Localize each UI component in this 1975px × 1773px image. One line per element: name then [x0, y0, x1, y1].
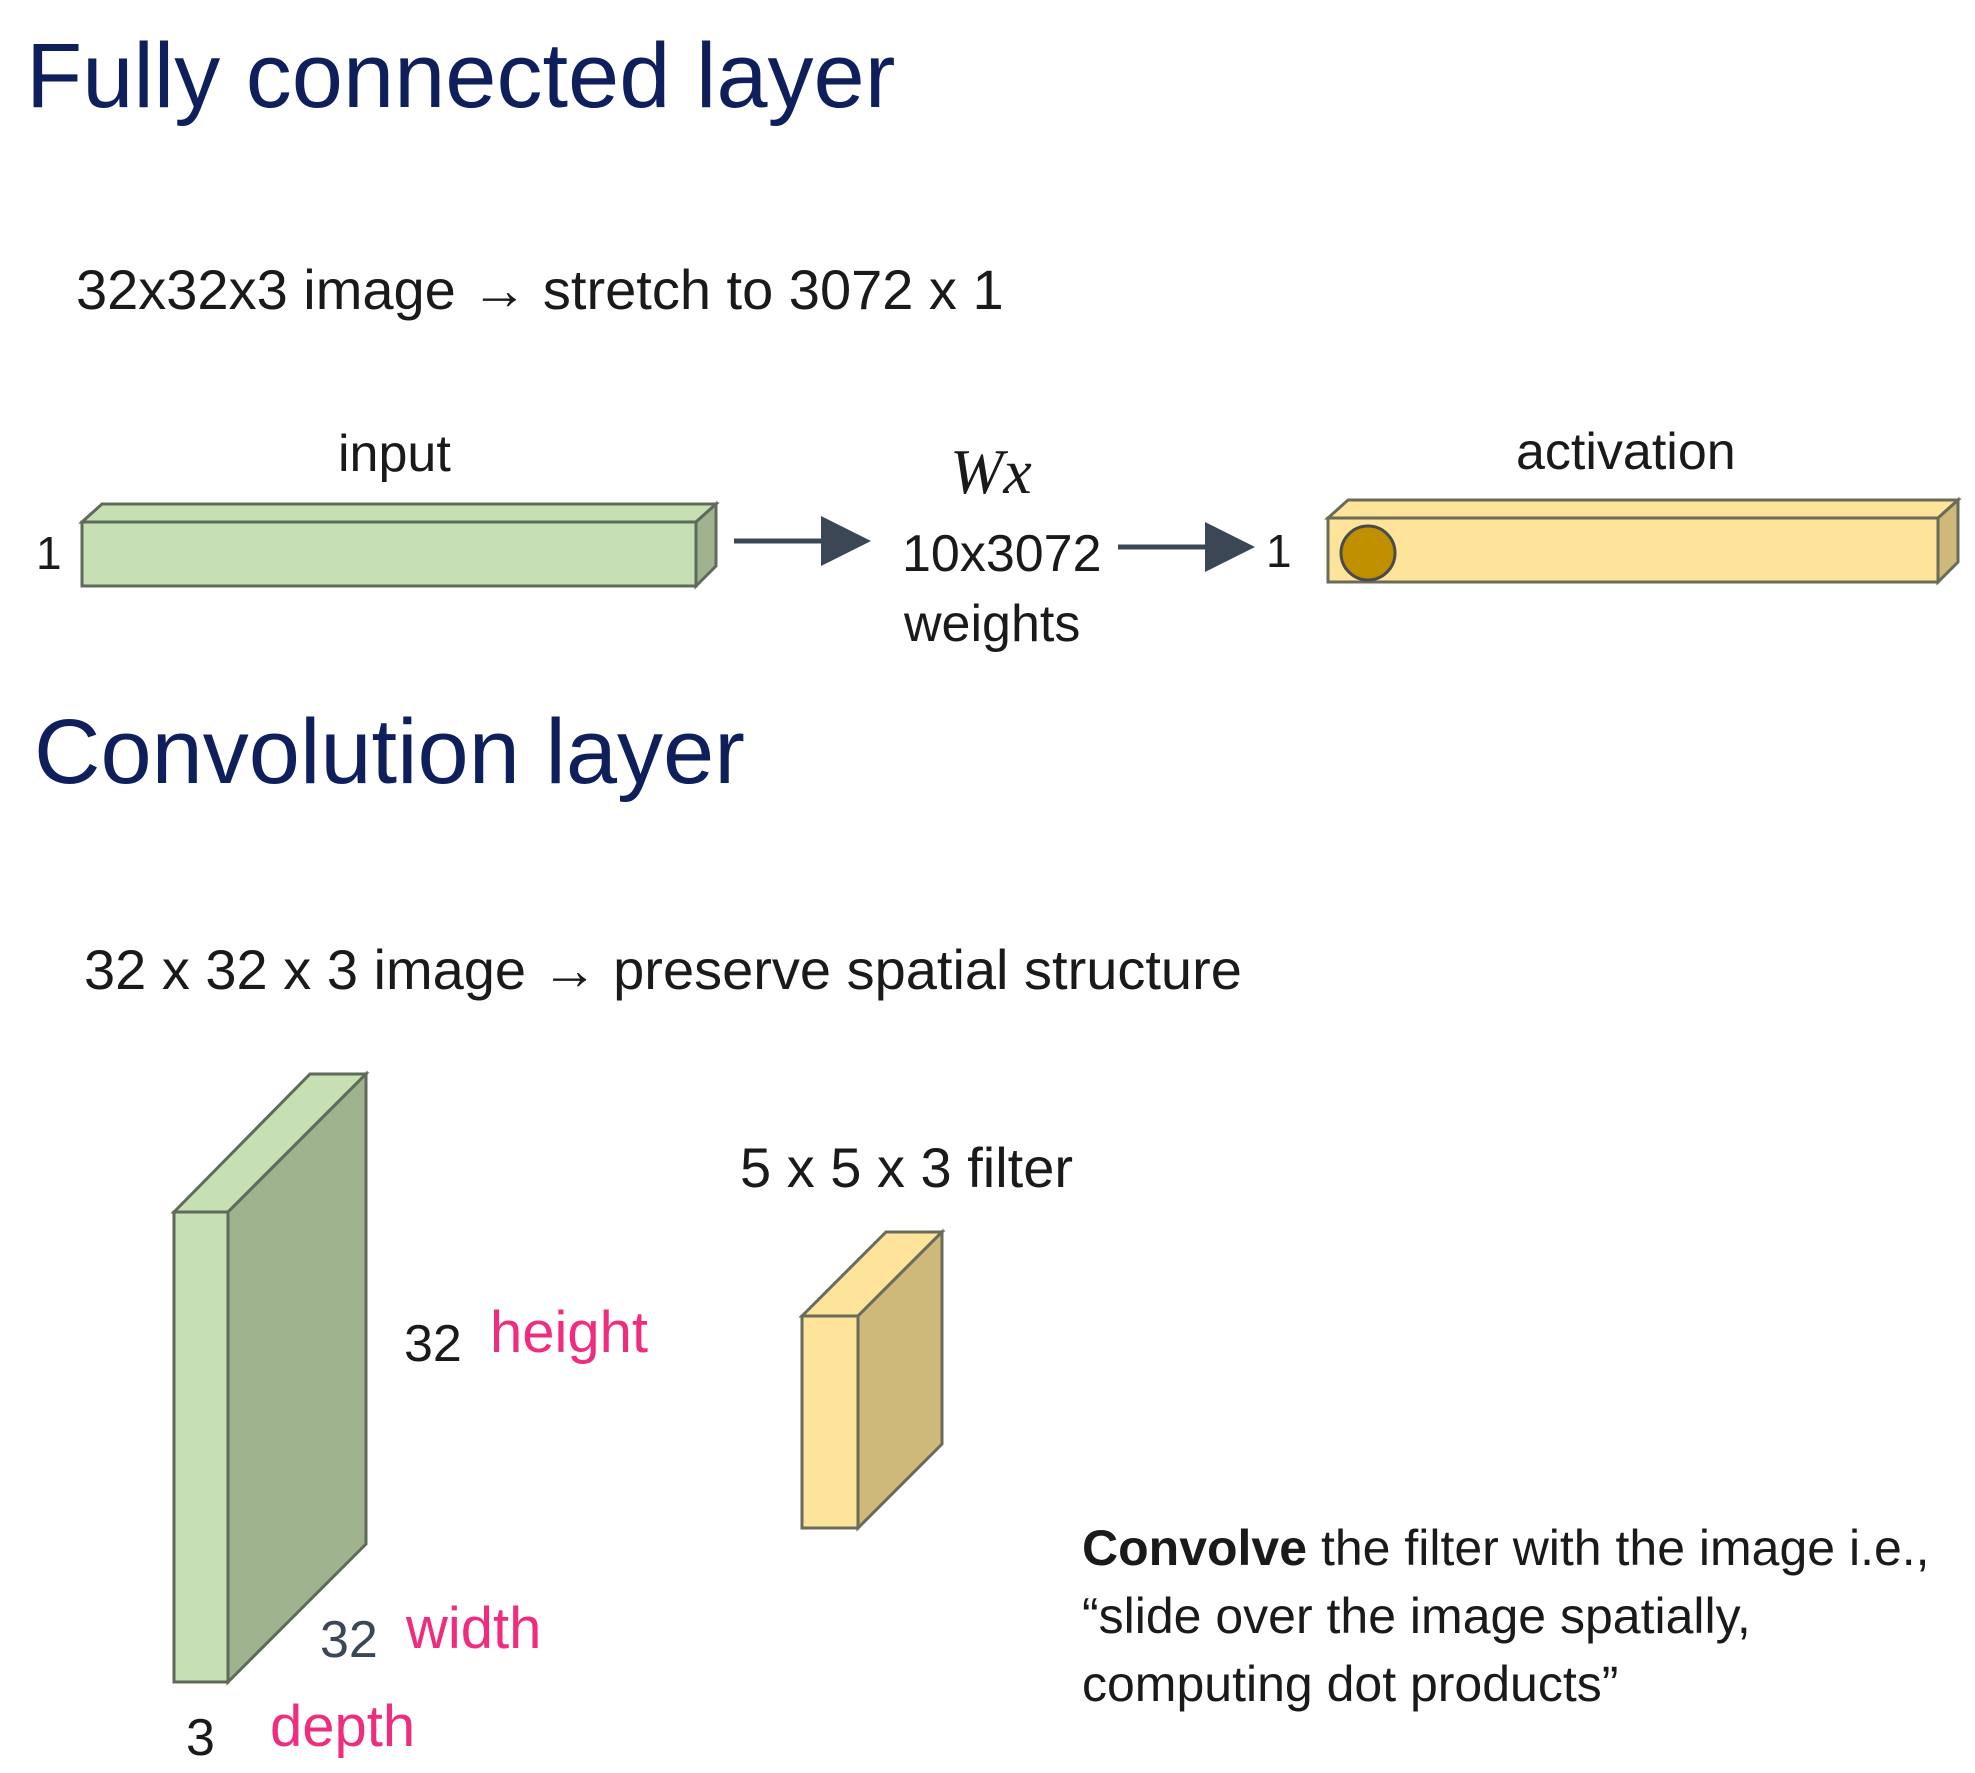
- width-label: width: [406, 1596, 542, 1661]
- filter-volume-front: [800, 1314, 860, 1530]
- height-label: height: [490, 1300, 649, 1365]
- activation-bar-top: [1324, 498, 1962, 520]
- weights-label: weights: [904, 595, 1081, 653]
- depth-label: depth: [270, 1694, 416, 1759]
- caption-line-1: Convolve the filter with the image i.e.,: [1082, 1514, 1930, 1582]
- caption-line-2: “slide over the image spatially,: [1082, 1588, 1751, 1644]
- input-bar-top: [78, 502, 720, 524]
- conv-subtitle: 32 x 32 x 3 image → preserve spatial str…: [84, 938, 1242, 1001]
- activation-neuron: [1339, 524, 1397, 582]
- operation-label: Wx: [950, 436, 1032, 507]
- convolve-caption: Convolve the filter with the image i.e.,…: [1082, 1514, 1930, 1718]
- weights-dims-label: 10x3072: [902, 525, 1102, 583]
- activation-vector-bar: [1324, 496, 1962, 586]
- filter-label: 5 x 5 x 3 filter: [740, 1136, 1074, 1199]
- depth-number: 3: [186, 1709, 215, 1767]
- input-bar-front: [80, 520, 698, 588]
- activation-bar-front: [1326, 516, 1940, 584]
- input-label: input: [338, 425, 451, 483]
- caption-line-3: computing dot products”: [1082, 1656, 1619, 1712]
- caption-bold-word: Convolve: [1082, 1520, 1308, 1576]
- input-dim-label: 1: [36, 527, 62, 579]
- fc-title: Fully connected layer: [26, 25, 896, 127]
- fc-subtitle: 32x32x3 image → stretch to 3072 x 1: [76, 258, 1004, 321]
- input-vector-bar: [78, 500, 720, 590]
- input-volume-front: [172, 1210, 230, 1684]
- caption-line-1-text: the filter with the image i.e.,: [1307, 1520, 1930, 1576]
- width-number: 32: [320, 1611, 378, 1669]
- filter-volume: [798, 1228, 946, 1532]
- input-volume: [170, 1070, 370, 1686]
- height-number: 32: [404, 1315, 462, 1373]
- activation-label: activation: [1516, 423, 1736, 481]
- conv-title: Convolution layer: [34, 701, 745, 803]
- output-dim-label: 1: [1266, 525, 1292, 577]
